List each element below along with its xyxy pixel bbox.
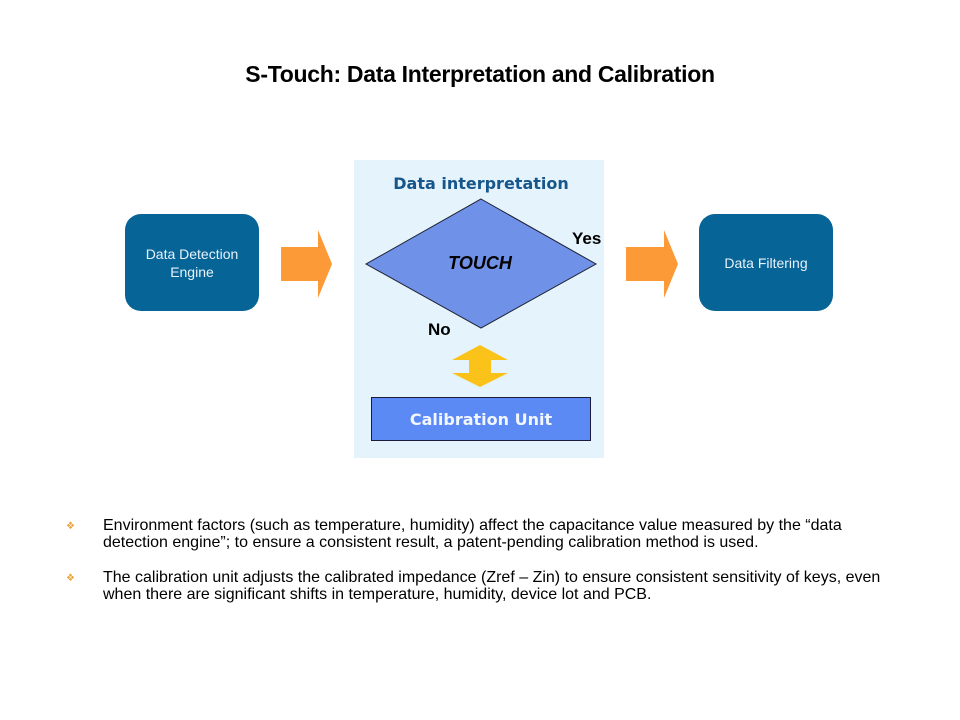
bullet-text: Environment factors (such as temperature… — [103, 517, 842, 551]
box-label: Data Filtering — [724, 254, 808, 271]
diamond-bullet-icon: ❖ — [66, 573, 75, 584]
double-arrow-icon — [452, 345, 508, 387]
calibration-unit-label: Calibration Unit — [409, 409, 553, 429]
bullet-item: ❖ The calibration unit adjusts the calib… — [66, 569, 906, 603]
slide-title: S-Touch: Data Interpretation and Calibra… — [245, 61, 715, 87]
data-filtering-box: Data Filtering — [699, 214, 833, 311]
bullet-list: ❖ Environment factors (such as temperatu… — [66, 517, 906, 621]
right-arrow-icon — [281, 230, 332, 298]
panel-title: Data interpretation — [393, 174, 569, 193]
data-detection-engine-box: Data Detection Engine — [125, 214, 259, 311]
calibration-unit-box: Calibration Unit — [371, 397, 591, 441]
bullet-text: The calibration unit adjusts the calibra… — [103, 569, 881, 603]
bullet-item: ❖ Environment factors (such as temperatu… — [66, 517, 906, 551]
box-label-line1: Data Detection — [145, 245, 239, 262]
touch-decision-diamond — [364, 198, 598, 329]
right-arrow-icon — [626, 230, 678, 298]
diamond-bullet-icon: ❖ — [66, 521, 75, 532]
no-label: No — [428, 320, 451, 339]
yes-label: Yes — [572, 229, 602, 248]
box-label-line2: Engine — [170, 263, 214, 280]
decision-label: TOUCH — [448, 253, 512, 273]
